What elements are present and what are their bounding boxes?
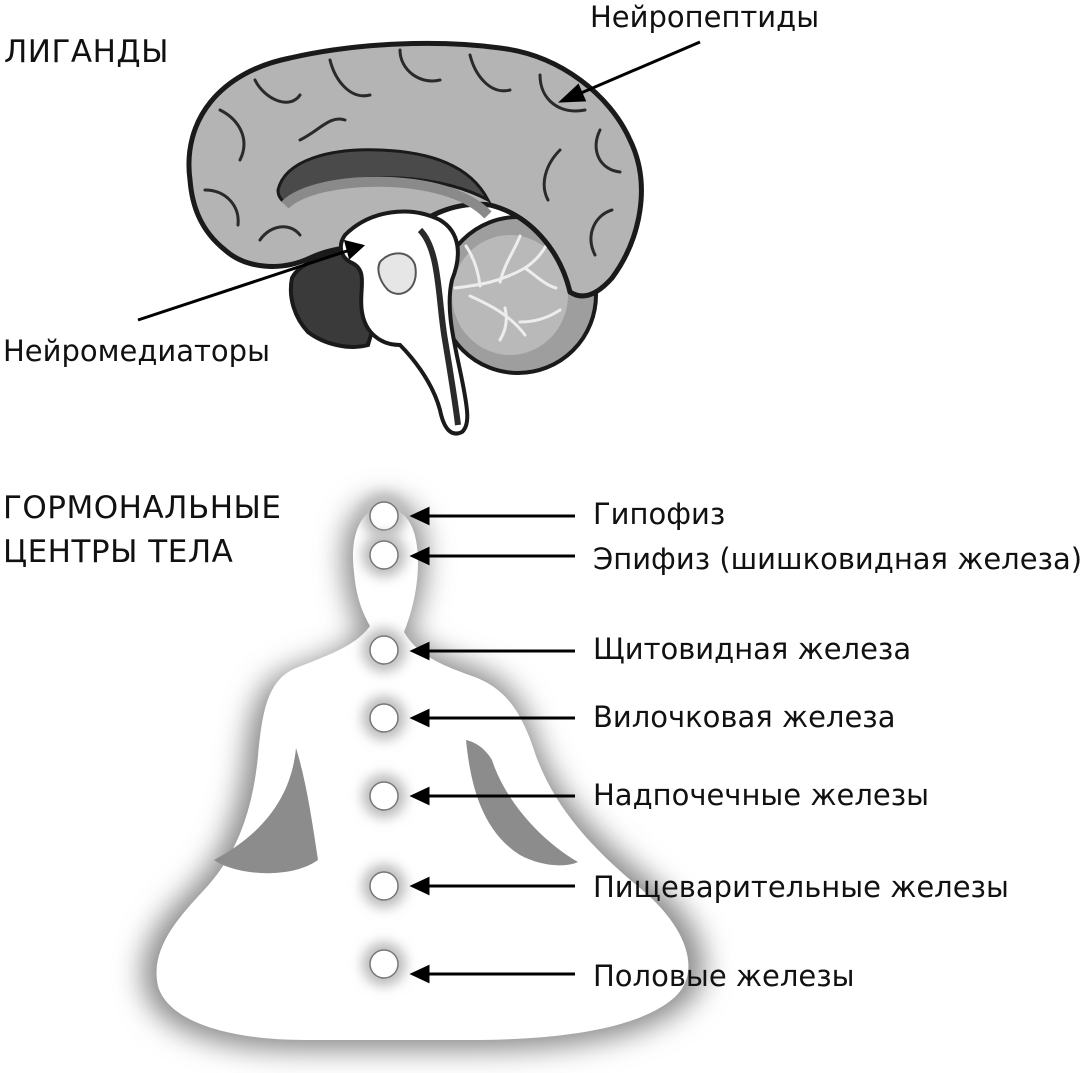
cerebrum [186,40,644,299]
neurotransmitters-label: Нейромедиаторы [3,334,270,368]
neuropeptides-label: Нейропептиды [590,0,820,34]
gland-arrows [409,506,575,984]
gland-label-digestive: Пищеварительные железы [593,870,1009,904]
hormonal-heading-line2: ЦЕНТРЫ ТЕЛА [3,534,234,570]
gland-label-thymus: Вилочковая железа [593,700,896,734]
brain-arrows [137,40,701,322]
gland-label-reproductive: Половые железы [593,959,855,993]
gland-label-pituitary: Гипофиз [593,497,726,531]
gland-label-pineal: Эпифиз (шишковидная железа) [593,542,1083,576]
brainstem [338,209,470,436]
brain-illustration [137,40,701,436]
gland-dots [362,494,406,986]
gland-label-thyroid: Щитовидная железа [593,632,912,666]
ligands-heading: ЛИГАНДЫ [4,34,169,70]
hormonal-heading-line1: ГОРМОНАЛЬНЫЕ [3,490,282,526]
body-silhouette [156,508,689,1040]
arm-gaps [214,740,578,874]
gland-label-adrenal: Надпочечные железы [593,778,930,812]
